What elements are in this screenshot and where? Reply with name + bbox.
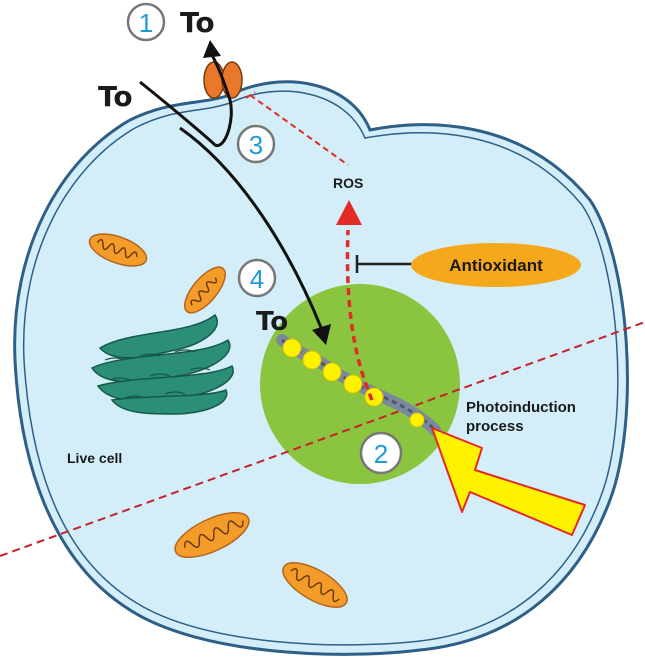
antioxidant-label: Antioxidant — [449, 256, 543, 275]
step-3-badge: 3 — [236, 124, 276, 164]
nuclear-uptake-arrow — [179, 126, 324, 331]
mitochondrion-4 — [282, 562, 348, 608]
step-2-badge: 2 — [359, 431, 403, 475]
photoinduction-dashed-line — [0, 321, 645, 557]
ros-arrow-head — [336, 200, 362, 225]
photosensitizer-dots — [282, 338, 425, 428]
step-2-number: 2 — [374, 439, 388, 469]
photosensitizer-dot — [364, 387, 384, 407]
light-lightning-bolt — [431, 427, 586, 536]
mitochondrion-1 — [88, 233, 148, 267]
to-label-top: To — [180, 6, 215, 39]
ros-label: ROS — [333, 175, 363, 191]
efflux-arrow-head — [203, 40, 221, 58]
photoinduction-label-line1: Photoinduction — [466, 399, 576, 416]
to-label-nucleus: To — [256, 307, 288, 337]
step-4-badge: 4 — [237, 258, 277, 298]
mitochondrion-2 — [184, 266, 226, 314]
live-cell-label: Live cell — [67, 450, 122, 466]
step-1-badge: 1 — [126, 2, 166, 42]
ros-generation-arrow — [345, 229, 374, 401]
ros-inhibition-dashed — [245, 91, 349, 166]
step-1-number: 1 — [139, 8, 153, 38]
photosensitizer-dot — [302, 350, 322, 370]
antioxidant-ellipse — [411, 243, 581, 287]
photosensitizer-dot — [282, 338, 302, 358]
to-label-left: To — [98, 80, 133, 113]
mitochondrion-3 — [174, 511, 250, 559]
step-3-number: 3 — [249, 130, 263, 160]
photosensitizer-dot — [409, 412, 425, 428]
step-4-number: 4 — [250, 264, 264, 294]
nuclear-uptake-arrow-head — [312, 324, 331, 345]
photoinduction-label-line2: process — [466, 418, 524, 435]
photosensitizer-dot — [343, 374, 363, 394]
efflux-arrow — [139, 54, 233, 147]
endoplasmic-reticulum — [90, 313, 234, 415]
cell-membrane-inner — [22, 90, 619, 646]
photosensitizer-dot — [322, 362, 342, 382]
